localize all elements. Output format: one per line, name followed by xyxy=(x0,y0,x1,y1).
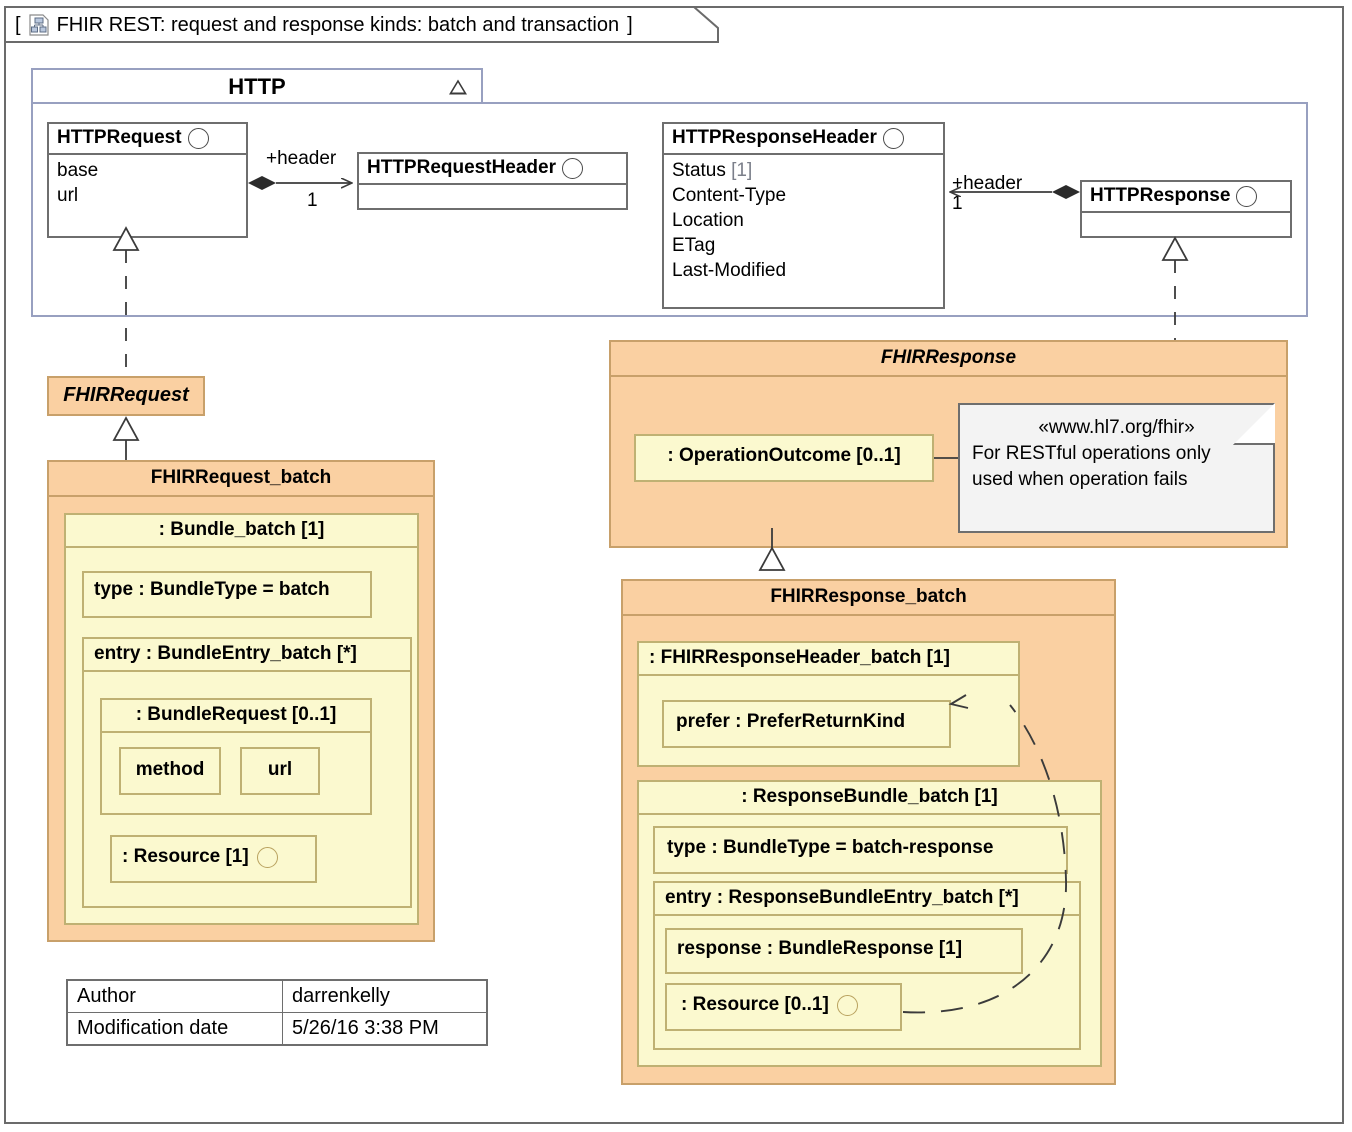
attribute-location: Location xyxy=(672,210,744,231)
assoc-mult-request-header: 1 xyxy=(307,190,318,211)
part-operation-outcome[interactable]: : OperationOutcome [0..1] xyxy=(634,434,934,482)
class-diagram-icon xyxy=(28,14,49,36)
property-label: type : BundleType = batch xyxy=(94,579,330,600)
class-http-request-header[interactable]: HTTPRequestHeader xyxy=(357,152,628,210)
circle-port-icon xyxy=(187,127,209,149)
assoc-role-response-header: +header xyxy=(952,173,1023,194)
class-name-text: FHIRRequest xyxy=(63,384,189,406)
attr-label: Status xyxy=(672,160,726,181)
class-attributes: Status [1] Content-Type Location ETag La… xyxy=(664,155,943,289)
class-name-text: FHIRRequest_batch xyxy=(49,462,433,497)
note-fhir-spec[interactable]: «www.hl7.org/fhir» For RESTful operation… xyxy=(958,403,1275,533)
triangle-up-icon[interactable] xyxy=(449,79,467,95)
part-response-resource[interactable]: : Resource [0..1] xyxy=(665,983,902,1031)
class-attributes: base url xyxy=(49,155,246,214)
assoc-role-request-header: +header xyxy=(266,148,337,169)
part-resource[interactable]: : Resource [1] xyxy=(110,835,317,883)
divider xyxy=(1082,211,1290,213)
bracket-close: ] xyxy=(627,13,633,36)
diagram-title-tab[interactable]: [ FHIR REST: request and response kinds:… xyxy=(4,6,720,44)
property-response[interactable]: response : BundleResponse [1] xyxy=(665,928,1023,974)
attribute-content-type: Content-Type xyxy=(672,185,787,206)
table-row: Modification date 5/26/16 3:38 PM xyxy=(66,1012,488,1046)
divider xyxy=(49,153,246,155)
property-label: method xyxy=(135,759,205,780)
circle-port-icon xyxy=(256,846,278,868)
table-row: Author darrenkelly xyxy=(66,979,488,1013)
class-fhir-request[interactable]: FHIRRequest xyxy=(47,376,205,416)
circle-port-icon xyxy=(882,127,904,149)
property-method[interactable]: method xyxy=(119,747,221,795)
attr-mult: [1] xyxy=(731,160,753,181)
part-label: : Resource [0..1] xyxy=(681,994,829,1015)
property-label: url xyxy=(267,759,293,780)
note-stereotype: «www.hl7.org/fhir» xyxy=(1038,417,1195,438)
property-label: type : BundleType = batch-response xyxy=(667,837,994,858)
class-http-response-header[interactable]: HTTPResponseHeader Status [1] Content-Ty… xyxy=(662,122,945,309)
class-name: HTTPRequest xyxy=(49,124,246,153)
property-response-bundle-type[interactable]: type : BundleType = batch-response xyxy=(653,826,1068,874)
attribute-url: url xyxy=(57,185,79,206)
part-label: : OperationOutcome [0..1] xyxy=(667,445,901,466)
divider xyxy=(359,183,626,185)
part-label-wrap: : Resource [1] xyxy=(112,837,315,874)
bracket-open: [ xyxy=(15,13,21,36)
class-name: HTTPResponseHeader xyxy=(664,124,943,153)
class-http-request[interactable]: HTTPRequest base url xyxy=(47,122,248,238)
part-title: entry : ResponseBundleEntry_batch [*] xyxy=(655,883,1079,916)
circle-port-icon xyxy=(562,157,583,179)
class-http-response[interactable]: HTTPResponse xyxy=(1080,180,1292,238)
cell-key-author: Author xyxy=(66,979,283,1013)
attribute-etag: ETag xyxy=(672,235,716,256)
property-label: prefer : PreferReturnKind xyxy=(676,711,906,732)
property-url[interactable]: url xyxy=(240,747,320,795)
package-name: HTTP xyxy=(228,74,286,99)
attribute-base: base xyxy=(57,160,99,181)
class-name-text: FHIRResponse_batch xyxy=(623,581,1114,616)
part-title: : FHIRResponseHeader_batch [1] xyxy=(639,643,1018,676)
note-line-1: For RESTful operations only xyxy=(972,443,1211,464)
class-name: HTTPRequestHeader xyxy=(359,154,626,183)
attribute-last-modified: Last-Modified xyxy=(672,260,787,281)
class-name-text: FHIRResponse xyxy=(611,342,1286,377)
circle-port-icon xyxy=(836,994,858,1016)
empty-attribute-compartment xyxy=(359,185,626,205)
cell-value-modification-date: 5/26/16 3:38 PM xyxy=(282,1012,488,1046)
info-table: Author darrenkelly Modification date 5/2… xyxy=(66,979,488,1046)
property-label: response : BundleResponse [1] xyxy=(677,938,963,959)
class-name: HTTPResponse xyxy=(1082,182,1290,211)
cell-key-modification-date: Modification date xyxy=(66,1012,283,1046)
property-prefer[interactable]: prefer : PreferReturnKind xyxy=(662,700,951,748)
empty-attribute-compartment xyxy=(1082,213,1290,233)
class-name-text: HTTPResponse xyxy=(1090,185,1231,206)
assoc-mult-response-header: 1 xyxy=(952,193,963,214)
cell-value-author: darrenkelly xyxy=(282,979,488,1013)
divider xyxy=(664,153,943,155)
class-name-text: HTTPResponseHeader xyxy=(672,127,877,148)
diagram-title: FHIR REST: request and response kinds: b… xyxy=(56,13,620,36)
part-title: : BundleRequest [0..1] xyxy=(102,700,370,733)
part-title: : ResponseBundle_batch [1] xyxy=(639,782,1100,815)
package-tab-http[interactable]: HTTP xyxy=(31,68,483,104)
part-label-wrap: : Resource [0..1] xyxy=(667,985,900,1022)
class-name-text: HTTPRequestHeader xyxy=(367,157,556,178)
note-line-2: used when operation fails xyxy=(972,469,1188,490)
attribute-status: Status [1] xyxy=(672,158,935,183)
class-name-text: HTTPRequest xyxy=(57,127,182,148)
part-title: : Bundle_batch [1] xyxy=(66,515,417,548)
property-bundle-type[interactable]: type : BundleType = batch xyxy=(82,571,372,618)
part-title: entry : BundleEntry_batch [*] xyxy=(84,639,410,672)
circle-port-icon xyxy=(1236,185,1258,207)
part-label: : Resource [1] xyxy=(122,846,249,867)
